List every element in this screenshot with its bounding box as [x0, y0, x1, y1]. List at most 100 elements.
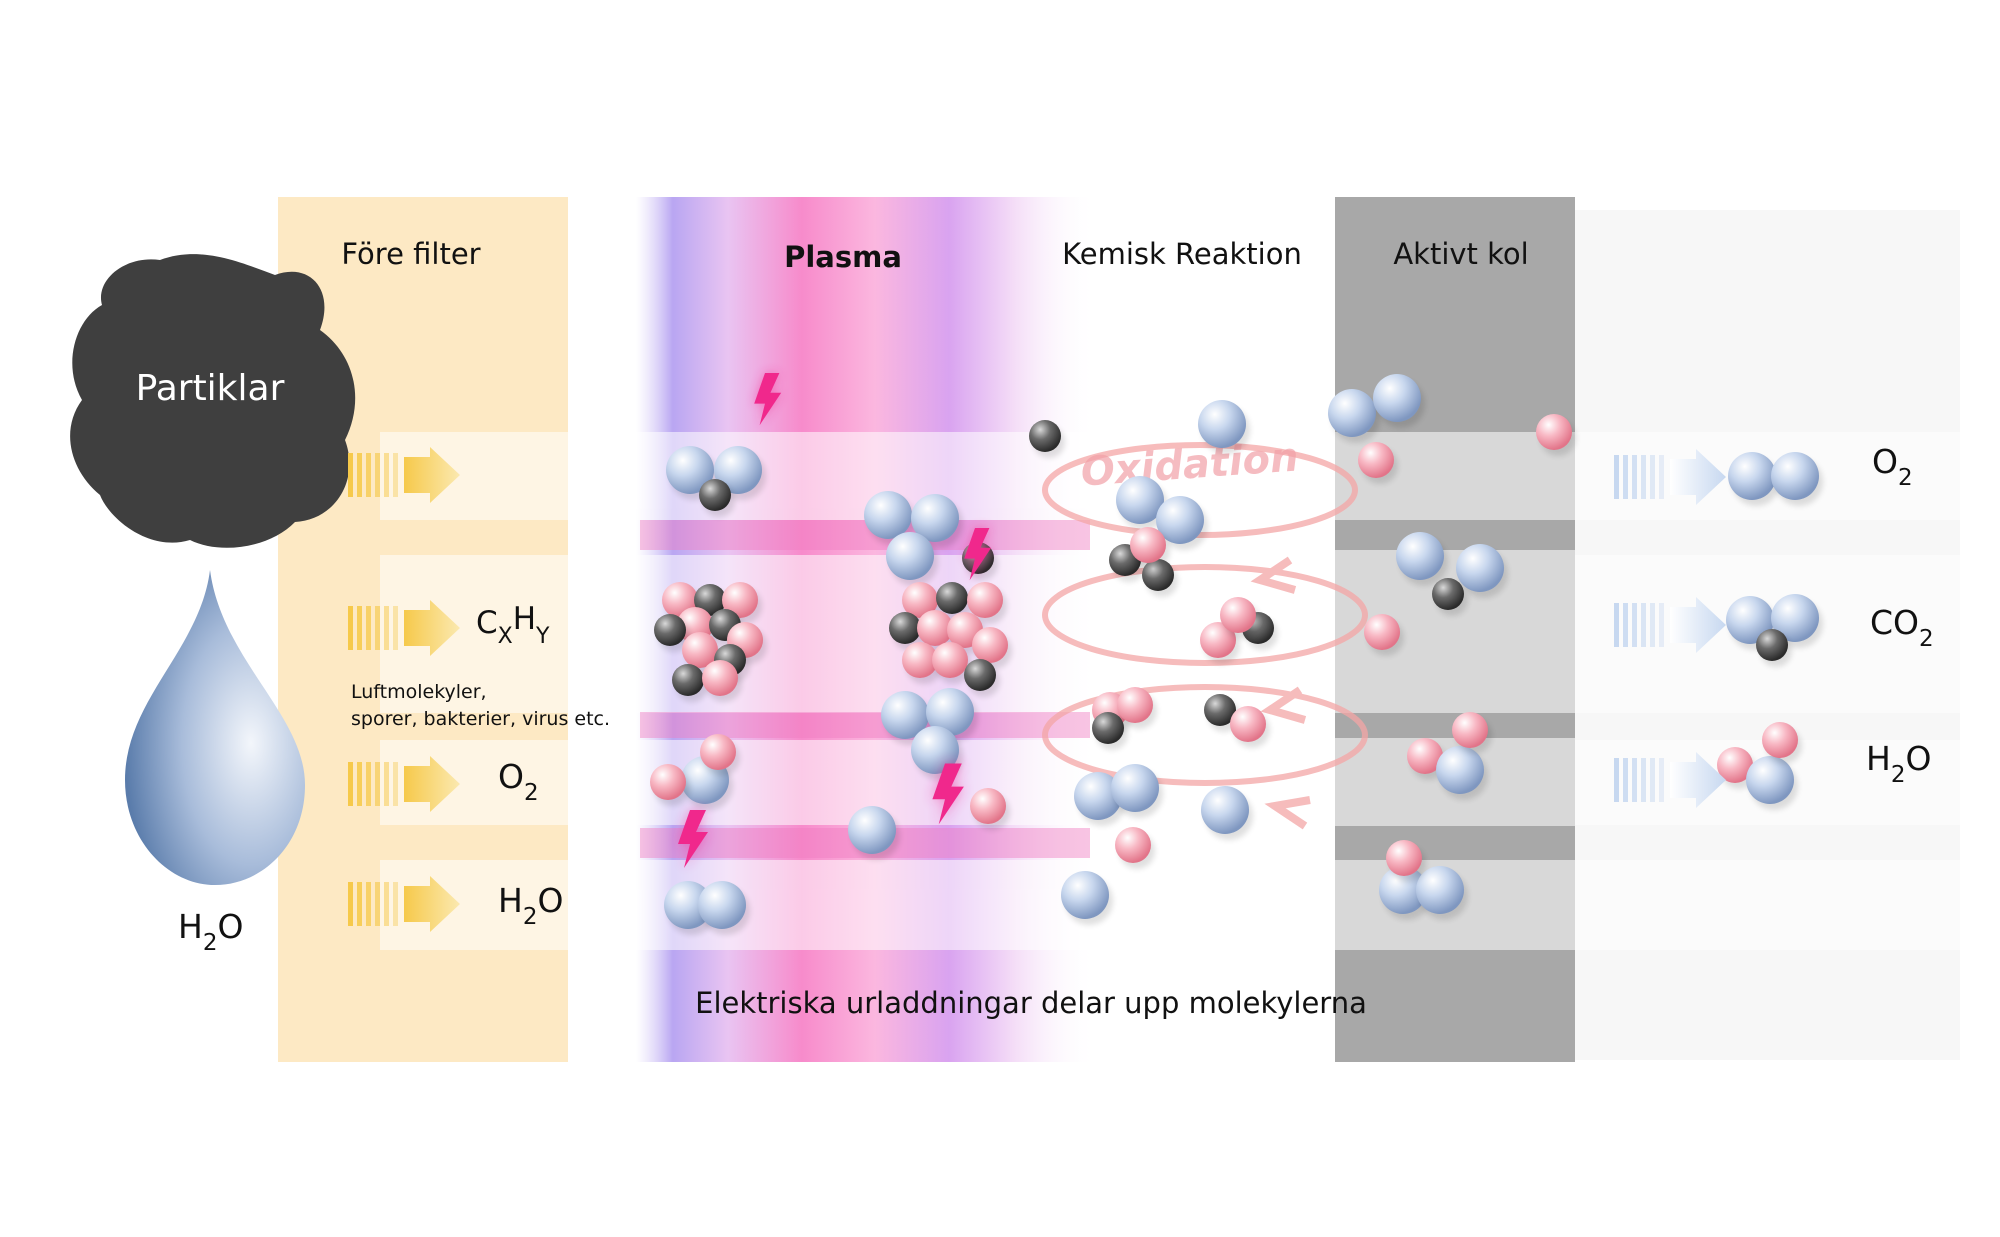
- oxygen-atom: [1074, 772, 1122, 820]
- oxygen-atom: [1396, 532, 1444, 580]
- spark-icon: [754, 373, 782, 426]
- carbon-atom: [936, 582, 968, 614]
- arrow-stripe: [357, 882, 362, 926]
- arrow-stripe: [348, 606, 353, 650]
- output-label-h2o: H2O: [1866, 739, 1931, 788]
- arrow-stripe: [357, 453, 362, 497]
- hydrogen-atom: [1230, 706, 1266, 742]
- oxygen-atom: [881, 691, 929, 739]
- output-arrow-icon: [1614, 752, 1726, 808]
- hydrogen-atom: [917, 610, 953, 646]
- oxygen-atom: [1728, 452, 1776, 500]
- oxygen-atom: [698, 881, 746, 929]
- output-arrows: [1614, 449, 1726, 808]
- carbon-atom: [1092, 712, 1124, 744]
- oxygen-atom: [1111, 764, 1159, 812]
- arrow-stripe: [384, 762, 389, 806]
- carbon-atom: [699, 479, 731, 511]
- oxygen-atom: [864, 491, 912, 539]
- water-drop-icon: [125, 570, 305, 885]
- arrow-stripe: [348, 453, 353, 497]
- arrow-stripe: [1659, 603, 1664, 647]
- oxygen-atom: [666, 446, 714, 494]
- input-arrow-icon: [348, 756, 460, 812]
- particles-blob-icon: [70, 254, 356, 548]
- arrow-head: [1670, 449, 1726, 505]
- stage-title-carbon: Aktivt kol: [1393, 237, 1528, 271]
- output-label-co2: CO2: [1870, 603, 1934, 652]
- oxidation-arrowhead: [1264, 796, 1311, 830]
- spark-icon: [932, 763, 964, 825]
- plasma-lane-accent: [640, 520, 1090, 550]
- hydrogen-atom: [722, 582, 758, 618]
- hydrogen-atom: [1130, 527, 1166, 563]
- hydrogen-atom: [1115, 827, 1151, 863]
- arrow-stripe: [1641, 603, 1646, 647]
- output-h2o-tail: O: [1905, 739, 1931, 778]
- output-co2-sub: 2: [1919, 626, 1934, 652]
- arrow-stripe: [375, 762, 380, 806]
- arrow-stripe: [1614, 455, 1619, 499]
- output-arrow-icon: [1614, 449, 1726, 505]
- spark-icon: [964, 528, 992, 581]
- oxygen-atom: [714, 446, 762, 494]
- carbon-atom: [1204, 694, 1236, 726]
- oxygen-atom: [1746, 756, 1794, 804]
- output-label-o2: O2: [1872, 442, 1913, 491]
- input-o2-sub: 2: [524, 780, 539, 806]
- carbon-atom: [694, 584, 726, 616]
- hydrogen-atom: [1220, 597, 1256, 633]
- oxygen-atom: [911, 494, 959, 542]
- lane-4: [380, 860, 1960, 950]
- oxygen-atom: [1771, 452, 1819, 500]
- arrow-stripe: [366, 606, 371, 650]
- water-label-tail: O: [217, 907, 243, 946]
- oxygen-atom: [1416, 866, 1464, 914]
- hydrogen-atom: [1536, 414, 1572, 450]
- output-h2o-sub: 2: [1891, 762, 1906, 788]
- hydrogen-atom: [967, 582, 1003, 618]
- arrow-stripe: [1659, 758, 1664, 802]
- oxidation-ring: [1042, 684, 1368, 786]
- arrow-stripe: [384, 882, 389, 926]
- spark-icon: [678, 810, 708, 868]
- cxhy-y: Y: [535, 624, 550, 649]
- hydrogen-atom: [1364, 614, 1400, 650]
- arrow-head: [404, 447, 460, 503]
- oxygen-atom: [1436, 746, 1484, 794]
- input-h2o-tail: O: [537, 881, 563, 920]
- arrow-stripe: [393, 606, 398, 650]
- input-h2o-sub: 2: [523, 904, 538, 930]
- arrow-stripe: [1623, 603, 1628, 647]
- arrow-stripe: [375, 882, 380, 926]
- oxygen-atom: [1328, 389, 1376, 437]
- hydrogen-atom: [1117, 687, 1153, 723]
- arrow-stripe: [1623, 455, 1628, 499]
- plasma-lane-accents: [640, 520, 1090, 858]
- hydrogen-atom: [1762, 722, 1798, 758]
- arrow-head: [1670, 597, 1726, 653]
- cxhy-h: H: [513, 601, 536, 637]
- arrow-stripe: [1623, 758, 1628, 802]
- arrow-stripe: [1641, 758, 1646, 802]
- oxygen-atom: [1198, 400, 1246, 448]
- input-note-line1: Luftmolekyler,: [351, 681, 487, 703]
- oxygen-atom: [1156, 496, 1204, 544]
- arrow-head: [1670, 752, 1726, 808]
- particles-label: Partiklar: [136, 368, 285, 409]
- arrow-stripe: [1650, 603, 1655, 647]
- arrow-stripe: [1659, 455, 1664, 499]
- hydrogen-atom: [702, 660, 738, 696]
- arrow-stripe: [393, 882, 398, 926]
- input-label-cxhy: CXHY: [476, 601, 550, 649]
- arrow-stripe: [1641, 455, 1646, 499]
- oxygen-atom: [911, 726, 959, 774]
- carbon-atom: [1756, 629, 1788, 661]
- oxygen-atom: [1373, 374, 1421, 422]
- plasma-lane-accent: [640, 712, 1090, 738]
- water-label-base: H: [178, 907, 203, 946]
- input-arrow-icon: [348, 876, 460, 932]
- arrow-stripe: [384, 453, 389, 497]
- hydrogen-atom: [700, 734, 736, 770]
